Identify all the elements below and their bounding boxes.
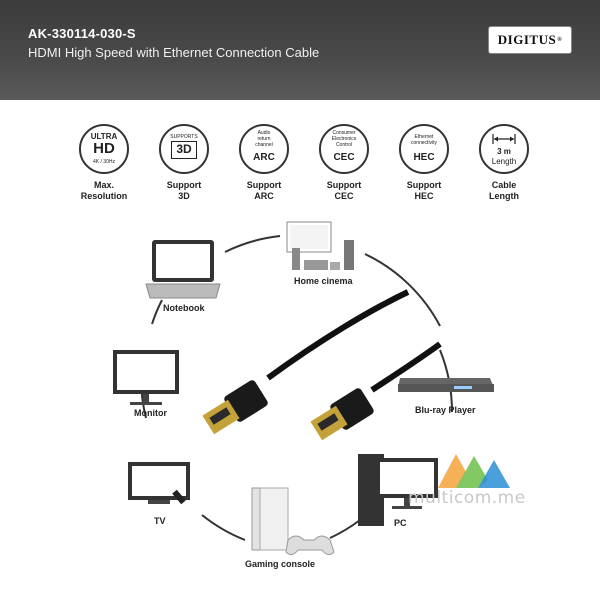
feature-label-line-1: Support — [326, 180, 362, 190]
tv-icon — [128, 462, 190, 505]
arc-small-3: channel — [255, 142, 273, 148]
brand-logo: DIGITUS® — [488, 26, 572, 54]
watermark-text: multicom.me — [408, 488, 526, 508]
feature-label-line-2: ARC — [254, 191, 274, 201]
home-cinema-icon — [286, 221, 354, 270]
label-pc: PC — [394, 518, 407, 528]
label-notebook: Notebook — [163, 303, 205, 313]
header-banner: AK-330114-030-S HDMI High Speed with Eth… — [0, 0, 600, 100]
feature-label-line-1: Support — [246, 180, 282, 190]
length-value: 3 m — [497, 147, 511, 156]
cable-length-icon: 3 m Length — [479, 124, 529, 174]
resolution-text: 4K / 30Hz — [93, 159, 115, 165]
watermark: multicom.me — [398, 448, 558, 518]
cec-text: CEC — [333, 152, 355, 163]
ultra-hd-icon: ULTRA HD 4K / 30Hz — [79, 124, 129, 174]
feature-label-line-2: CEC — [334, 191, 354, 201]
double-arrow-icon — [492, 134, 516, 144]
feature-cable-length: 3 m Length Cable Length — [464, 124, 544, 202]
notebook-icon — [145, 240, 221, 299]
hec-small-2: connectivity — [410, 140, 438, 146]
feature-label-line-1: Support — [166, 180, 202, 190]
hec-text: HEC — [413, 152, 435, 163]
label-home-cinema: Home cinema — [294, 276, 353, 286]
diagram-graphics — [113, 221, 494, 556]
feature-icons: ULTRA HD 4K / 30Hz Max. Resolution SUPPO… — [64, 124, 544, 204]
length-word: Length — [491, 157, 517, 166]
hd-text: HD — [93, 140, 115, 157]
feature-ultra-hd: ULTRA HD 4K / 30Hz Max. Resolution — [64, 124, 144, 202]
hec-small-1: Ethernet — [414, 134, 434, 140]
gaming-console-icon — [251, 487, 335, 556]
feature-label-line-1: Support — [406, 180, 442, 190]
arc-text: ARC — [253, 152, 275, 163]
feature-label-line-2: Length — [489, 191, 519, 201]
monitor-icon — [113, 350, 179, 405]
hdmi-cable — [266, 289, 442, 393]
feature-cec: Consumer Electronics Control CEC Support… — [304, 124, 384, 202]
arc-small-1: Audio — [257, 130, 271, 136]
feature-hec: Ethernet connectivity HEC Support HEC — [384, 124, 464, 202]
cec-small-1: Consumer — [332, 130, 356, 136]
bluray-player-icon — [398, 378, 494, 392]
label-bluray-player: Blu-ray Player — [415, 405, 476, 415]
label-tv: TV — [154, 516, 166, 526]
hdmi-connector-right-icon — [310, 388, 374, 441]
feature-label-line-2: 3D — [178, 191, 190, 201]
cec-small-2: Electronics — [331, 136, 357, 142]
label-gaming-console: Gaming console — [245, 559, 316, 569]
feature-3d: SUPPORTS 3D Support 3D — [144, 124, 224, 202]
pc-icon — [358, 454, 438, 526]
label-monitor: Monitor — [134, 408, 167, 418]
hec-icon: Ethernet connectivity HEC — [399, 124, 449, 174]
arc-small-2: return — [257, 136, 271, 142]
multicom-logo-icon — [438, 454, 510, 488]
cec-small-3: Control — [335, 142, 353, 148]
feature-label-line-1: Max. — [93, 180, 114, 190]
ultra-text: ULTRA — [90, 132, 118, 141]
feature-label-line-1: Cable — [491, 180, 517, 190]
arc-icon: Audio return channel ARC — [239, 124, 289, 174]
connection-diagram: Home cinema Notebook Monitor TV Gaming c… — [0, 200, 600, 600]
product-code: AK-330114-030-S — [28, 26, 136, 41]
feature-label-line-2: HEC — [414, 191, 434, 201]
3d-text: 3D — [176, 142, 192, 156]
hdmi-connector-left-icon — [202, 380, 268, 435]
3d-icon: SUPPORTS 3D — [159, 124, 209, 174]
feature-arc: Audio return channel ARC Support ARC — [224, 124, 304, 202]
feature-label-line-2: Resolution — [80, 191, 128, 201]
cec-icon: Consumer Electronics Control CEC — [319, 124, 369, 174]
brand-name: DIGITUS — [497, 32, 557, 47]
product-subtitle: HDMI High Speed with Ethernet Connection… — [28, 45, 320, 60]
supports-text: SUPPORTS — [170, 134, 198, 140]
